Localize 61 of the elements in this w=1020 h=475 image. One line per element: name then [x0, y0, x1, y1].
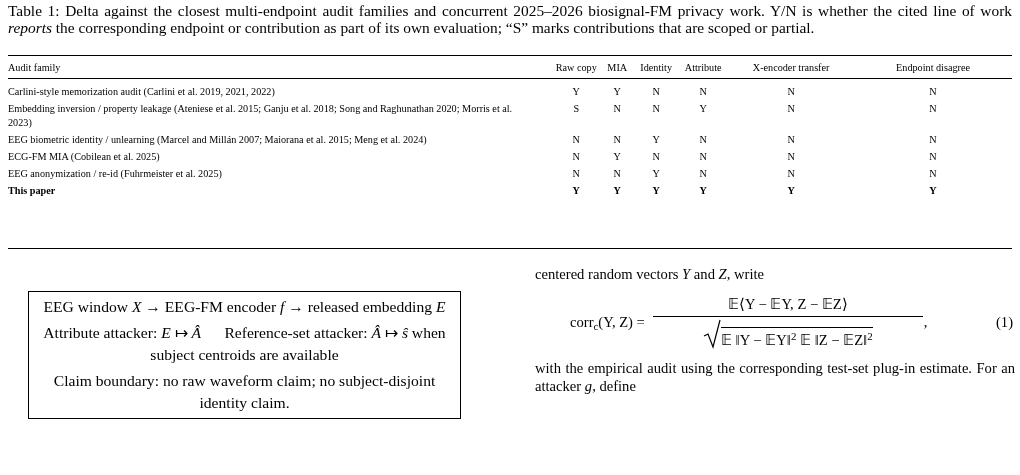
- box-text: Claim boundary: no raw waveform claim; no subject-disjoint identity claim.: [52, 371, 437, 413]
- table-value: N: [929, 134, 937, 145]
- table-value: Y: [699, 185, 707, 196]
- equation-number: (1): [995, 313, 1013, 331]
- column-header: MIA: [607, 62, 628, 73]
- table-value: N: [699, 86, 707, 97]
- column-header: Endpoint disagree: [896, 62, 970, 73]
- table-value: N: [929, 168, 937, 179]
- row-label: Carlini-style memorization audit (Carlini et al. 2019, 2021, 2022): [8, 86, 275, 97]
- fraction-denominator: 𝔼 ‖Y − 𝔼Y‖$^{2}$ 𝔼 ‖Z − 𝔼Z‖$^{2}$: [720, 327, 873, 349]
- table-value: Y: [613, 86, 621, 97]
- table-value: N: [929, 151, 937, 162]
- table-value: N: [929, 103, 937, 114]
- row-label: EEG biometric identity / unlearning (Marcel and Millán 2007; Maiorana et al. 2015; Meng et al. 2024): [8, 134, 427, 145]
- table-value: N: [787, 134, 795, 145]
- table-value: N: [613, 168, 621, 179]
- column-header: Attribute: [684, 62, 722, 73]
- table-value: N: [572, 168, 580, 179]
- table-value: Y: [613, 151, 621, 162]
- table-value: N: [699, 168, 707, 179]
- box-text: EEG window X → EEG-FM encoder f → released embedding E: [42, 297, 447, 317]
- table-value: Y: [929, 185, 937, 196]
- table-caption: Table 1: Delta against the closest multi-endpoint audit families and concurrent 2025–2026 biosignal-FM privacy work. Y/N is whether the cited line of work reports the corresponding endpoint or contribution as part of its own evaluation; “S” marks contributions that are scoped or partial.: [8, 2, 1012, 36]
- table-value: N: [929, 86, 937, 97]
- framed-box: [28, 291, 461, 419]
- table-value: N: [572, 134, 580, 145]
- column-header: Audit family: [8, 62, 61, 73]
- table-value: Y: [572, 185, 580, 196]
- table-value: N: [787, 86, 795, 97]
- table-value: N: [572, 151, 580, 162]
- table-value: N: [787, 151, 795, 162]
- table-value: N: [652, 86, 660, 97]
- table-value: S: [573, 103, 580, 114]
- table-value: N: [652, 151, 660, 162]
- equation-lhs: corr$_{c}$(Y, Z) =: [570, 313, 645, 331]
- table-value: Y: [572, 86, 580, 97]
- row-label: Embedding inversion / property leakage (Ateniese et al. 2015; Ganju et al. 2018; Song and Raghunathan 2020; Morris et al. 2023): [8, 103, 513, 128]
- table-value: Y: [652, 134, 660, 145]
- table-value: N: [787, 103, 795, 114]
- row-label: EEG anonymization / re-id (Fuhrmeister et al. 2025): [8, 168, 222, 179]
- column-header: X-encoder transfer: [752, 62, 830, 73]
- table-value: N: [613, 134, 621, 145]
- row-label: ECG-FM MIA (Cobilean et al. 2025): [8, 151, 160, 162]
- paragraph: with the empirical audit using the corresponding test-set plug-in estimate. For an attacker g, define: [535, 359, 1015, 395]
- table-value: N: [652, 103, 660, 114]
- table-value: N: [613, 103, 621, 114]
- table-value: Y: [787, 185, 795, 196]
- table-value: N: [699, 134, 707, 145]
- column-header: Raw copy: [555, 62, 597, 73]
- column-header: Identity: [640, 62, 673, 73]
- table-value: Y: [652, 168, 660, 179]
- box-text: Attribute attacker: E ↦ Â Reference-set attacker: Â ↦ ŝ when subject centroids are available: [42, 323, 447, 365]
- paragraph: centered random vectors Y and Z, write: [535, 265, 765, 283]
- table-value: Y: [699, 103, 707, 114]
- table-value: N: [699, 151, 707, 162]
- punctuation: ,: [923, 313, 928, 331]
- table-value: Y: [613, 185, 621, 196]
- row-label: This paper: [8, 185, 56, 196]
- table-value: N: [787, 168, 795, 179]
- fraction-numerator: 𝔼⟨Y − 𝔼Y, Z − 𝔼Z⟩: [727, 295, 848, 314]
- table-value: Y: [652, 185, 660, 196]
